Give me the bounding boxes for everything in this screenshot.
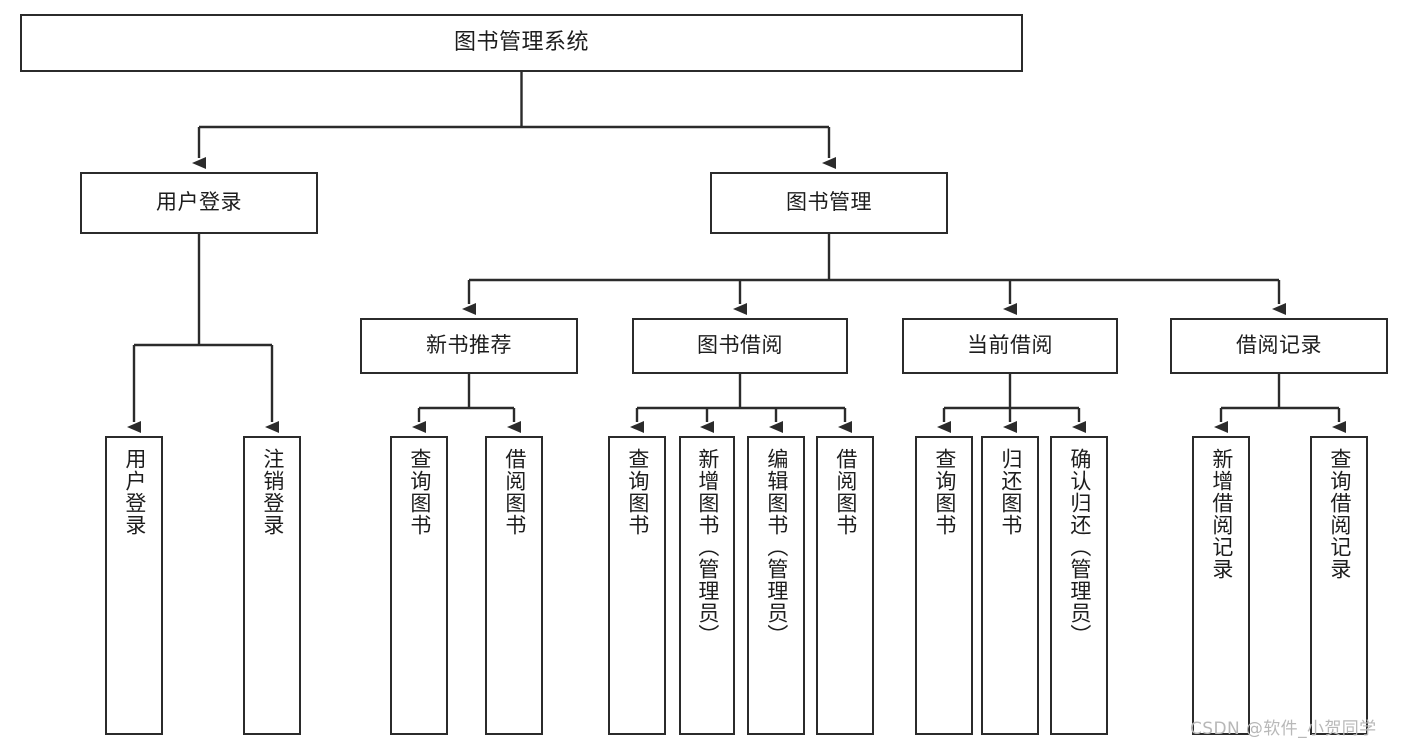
node-label-new-book-rec: 新书推荐 (426, 333, 512, 358)
node-leaf-borrow-edit[interactable]: 编辑图书（管理员） (747, 436, 805, 735)
node-leaf-borrow-do[interactable]: 借阅图书 (816, 436, 874, 735)
node-book-manage[interactable]: 图书管理 (710, 172, 948, 234)
node-label-leaf-rec-query: 查询图书 (407, 448, 432, 536)
node-leaf-user-login[interactable]: 用户登录 (105, 436, 163, 735)
node-leaf-rec-query2[interactable]: 查询借阅记录 (1310, 436, 1368, 735)
node-label-leaf-borrow-edit: 编辑图书（管理员） (764, 448, 789, 646)
node-leaf-rec-borrow[interactable]: 借阅图书 (485, 436, 543, 735)
node-new-book-rec[interactable]: 新书推荐 (360, 318, 578, 374)
node-leaf-cur-return[interactable]: 归还图书 (981, 436, 1039, 735)
node-leaf-user-logout[interactable]: 注销登录 (243, 436, 301, 735)
node-user-login[interactable]: 用户登录 (80, 172, 318, 234)
node-leaf-rec-query[interactable]: 查询图书 (390, 436, 448, 735)
node-borrow-record[interactable]: 借阅记录 (1170, 318, 1388, 374)
node-label-leaf-cur-return: 归还图书 (998, 448, 1023, 536)
node-label-leaf-user-login: 用户登录 (122, 448, 147, 536)
node-label-leaf-user-logout: 注销登录 (260, 448, 285, 536)
node-root[interactable]: 图书管理系统 (20, 14, 1023, 72)
node-label-book-manage: 图书管理 (786, 190, 872, 215)
node-leaf-borrow-query[interactable]: 查询图书 (608, 436, 666, 735)
node-label-leaf-cur-confirm: 确认归还（管理员） (1067, 448, 1092, 646)
node-label-leaf-borrow-query: 查询图书 (625, 448, 650, 536)
node-leaf-cur-query[interactable]: 查询图书 (915, 436, 973, 735)
node-label-leaf-rec-add: 新增借阅记录 (1209, 448, 1234, 580)
node-label-leaf-borrow-do: 借阅图书 (833, 448, 858, 536)
node-label-leaf-cur-query: 查询图书 (932, 448, 957, 536)
node-current-borrow[interactable]: 当前借阅 (902, 318, 1118, 374)
node-label-borrow-record: 借阅记录 (1236, 333, 1322, 358)
edges-group (127, 72, 1346, 433)
node-label-current-borrow: 当前借阅 (967, 333, 1053, 358)
node-leaf-rec-add[interactable]: 新增借阅记录 (1192, 436, 1250, 735)
node-leaf-cur-confirm[interactable]: 确认归还（管理员） (1050, 436, 1108, 735)
node-leaf-borrow-add[interactable]: 新增图书（管理员） (679, 436, 735, 735)
node-book-borrow[interactable]: 图书借阅 (632, 318, 848, 374)
node-label-leaf-rec-borrow: 借阅图书 (502, 448, 527, 536)
node-label-leaf-rec-query2: 查询借阅记录 (1327, 448, 1352, 580)
node-label-book-borrow: 图书借阅 (697, 333, 783, 358)
node-label-user-login: 用户登录 (156, 190, 242, 215)
node-label-leaf-borrow-add: 新增图书（管理员） (695, 448, 720, 646)
node-label-root: 图书管理系统 (453, 29, 589, 55)
